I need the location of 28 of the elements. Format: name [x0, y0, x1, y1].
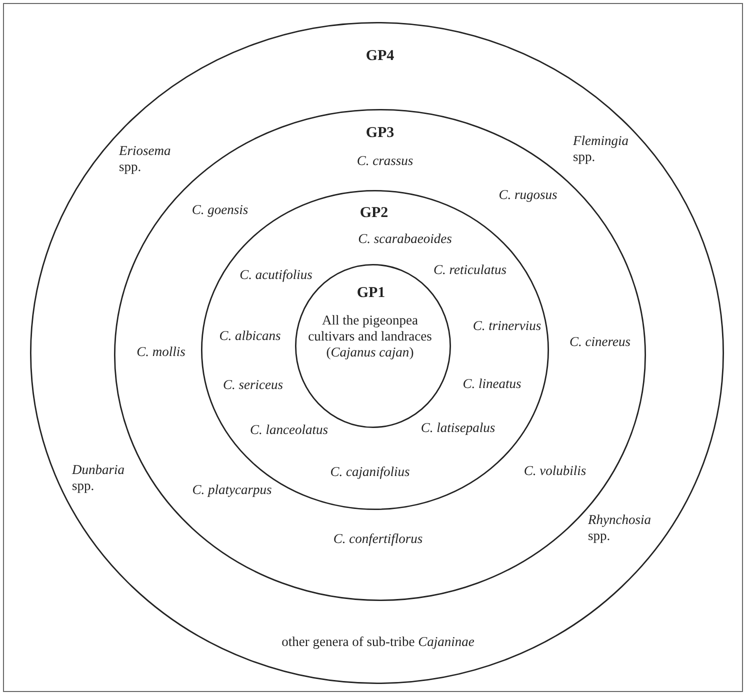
species-label: Rhynchosia spp.	[588, 512, 652, 544]
group-label: GP4	[366, 47, 394, 65]
species-label: C. volubilis	[524, 462, 586, 480]
group-label: GP3	[366, 124, 394, 142]
species-label: C. albicans	[219, 328, 281, 344]
species-label: C. reticulatus	[434, 262, 506, 278]
species-label: C. lanceolatus	[250, 422, 328, 438]
species-label: C. trinervius	[472, 318, 542, 334]
description-text: All the pigeonpea cultivars and landraces (Cajanus cajan)	[307, 312, 433, 362]
species-label: C. cinereus	[570, 334, 630, 350]
species-label: Flemingia spp.	[573, 133, 630, 166]
species-label: C. scarabaeoides	[358, 230, 452, 248]
group-label: GP2	[360, 204, 388, 222]
species-label: C. goensis	[192, 202, 248, 218]
species-label: C. mollis	[136, 344, 186, 360]
species-label: C. latisepalus	[420, 420, 496, 436]
species-label: C. lineatus	[462, 376, 522, 392]
species-label: C. rugosus	[498, 186, 558, 204]
species-label: C. sericeus	[223, 376, 283, 394]
species-label: C. acutifolius	[240, 266, 312, 284]
species-label: C. platycarpus	[192, 482, 272, 498]
species-label: C. confertiflorus	[333, 530, 423, 548]
group-label: GP1	[356, 284, 386, 302]
species-label: C. crassus	[356, 152, 414, 170]
species-label: Dunbaria spp.	[72, 462, 126, 494]
species-label: C. cajanifolius	[330, 464, 410, 480]
species-label: Eriosema spp.	[119, 143, 172, 176]
species-label: other genera of sub-tribe Cajaninae	[282, 634, 474, 650]
